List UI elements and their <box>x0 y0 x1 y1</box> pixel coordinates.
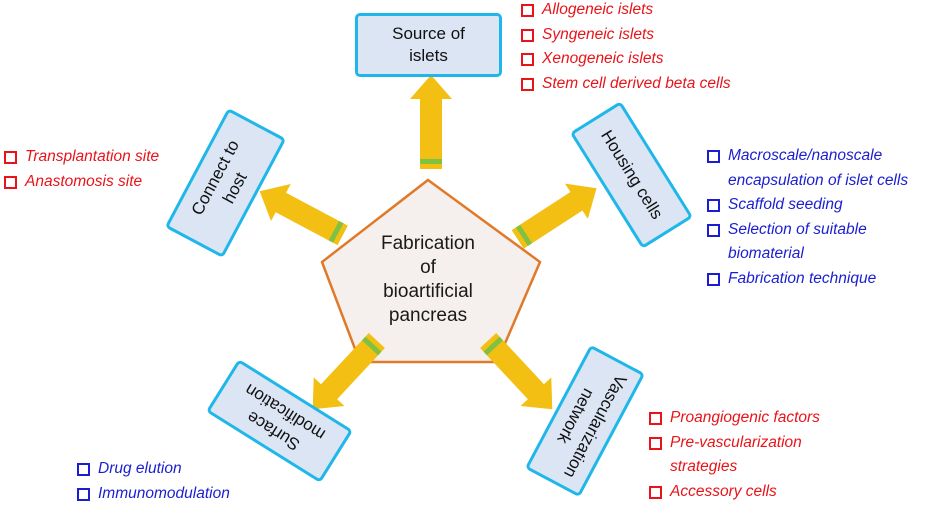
list-item-text: Selection of suitable <box>728 220 867 238</box>
list-item-text-continued: strategies <box>670 458 738 475</box>
checkbox-square-icon <box>649 485 662 499</box>
list-surface-modification: Drug elution Immunomodulation <box>76 457 230 506</box>
list-item: Transplantation site <box>3 145 159 170</box>
checkbox-square-icon <box>707 272 720 286</box>
center-title-line-2: of <box>420 257 437 278</box>
checkbox-square-icon <box>649 412 662 425</box>
checkbox-square-icon <box>521 4 534 17</box>
list-item-text: Anastomosis site <box>25 172 143 190</box>
checkbox-square-icon <box>707 199 720 212</box>
node-source-line-2: islets <box>409 46 448 65</box>
arrow-to-housing <box>506 170 608 258</box>
node-source-of-islets: Source of islets <box>355 13 502 77</box>
list-item: Accessory cells <box>648 480 820 505</box>
list-item: Stem cell derived beta cells <box>520 72 731 97</box>
list-item-text-continued: biomaterial <box>728 245 804 262</box>
list-item: Xenogeneic islets <box>520 47 731 72</box>
center-pentagon <box>320 178 542 364</box>
list-item: Macroscale/nanoscale encapsulation of isl… <box>706 144 908 193</box>
list-item-text: Transplantation site <box>25 148 160 165</box>
list-item-text-continued: encapsulation of islet cells <box>728 171 909 189</box>
node-source-line-1: Source of <box>392 24 465 43</box>
list-item: Scaffold seeding <box>706 193 908 218</box>
checkbox-square-icon <box>521 28 534 42</box>
list-connect-to-host: Transplantation site Anastomosis site <box>3 145 159 194</box>
list-item-text: Accessory cells <box>670 482 777 500</box>
arrow-to-source <box>410 75 452 169</box>
center-title: Fabrication of bioartificial pancreas <box>381 233 475 326</box>
list-item: Allogeneic islets <box>520 0 731 23</box>
list-item: Selection of suitable biomaterial <box>706 218 908 267</box>
checkbox-square-icon <box>707 223 720 237</box>
list-item-text: Stem cell derived beta cells <box>542 74 731 92</box>
checkbox-square-icon <box>4 151 17 164</box>
checkbox-square-icon <box>77 487 90 501</box>
list-item: Proangiogenic factors <box>648 406 820 431</box>
list-item-text: Syngeneic islets <box>542 25 655 43</box>
list-item-text: Immunomodulation <box>98 484 230 502</box>
list-item-text: Scaffold seeding <box>728 196 843 213</box>
list-housing-cells: Macroscale/nanoscale encapsulation of isl… <box>706 144 908 291</box>
list-item-text: Drug elution <box>98 460 182 477</box>
list-item: Immunomodulation <box>76 482 230 507</box>
list-item: Anastomosis site <box>3 170 159 195</box>
list-vascularization-network: Proangiogenic factors Pre-vascularizatio… <box>648 406 820 504</box>
list-item-text: Fabrication technique <box>728 269 877 287</box>
checkbox-square-icon <box>521 53 534 66</box>
list-item-text: Proangiogenic factors <box>670 409 820 426</box>
list-item-text: Xenogeneic islets <box>542 50 664 67</box>
list-item-text: Allogeneic islets <box>542 1 654 18</box>
checkbox-square-icon <box>521 77 534 91</box>
center-title-line-3: bioartificial <box>383 281 473 302</box>
checkbox-square-icon <box>77 463 90 476</box>
checkbox-square-icon <box>4 175 17 189</box>
checkbox-square-icon <box>649 436 662 450</box>
arrow-to-connect <box>249 172 353 254</box>
checkbox-square-icon <box>707 150 720 163</box>
list-item-text: Pre-vascularization <box>670 433 802 451</box>
list-item: Drug elution <box>76 457 230 482</box>
center-title-line-4: pancreas <box>389 305 467 326</box>
list-item: Syngeneic islets <box>520 23 731 48</box>
list-item-text: Macroscale/nanoscale <box>728 147 883 164</box>
center-title-line-1: Fabrication <box>381 233 475 254</box>
list-source-of-islets: Allogeneic islets Syngeneic islets Xenog… <box>520 0 731 96</box>
list-item: Pre-vascularization strategies <box>648 431 820 480</box>
list-item: Fabrication technique <box>706 267 908 292</box>
